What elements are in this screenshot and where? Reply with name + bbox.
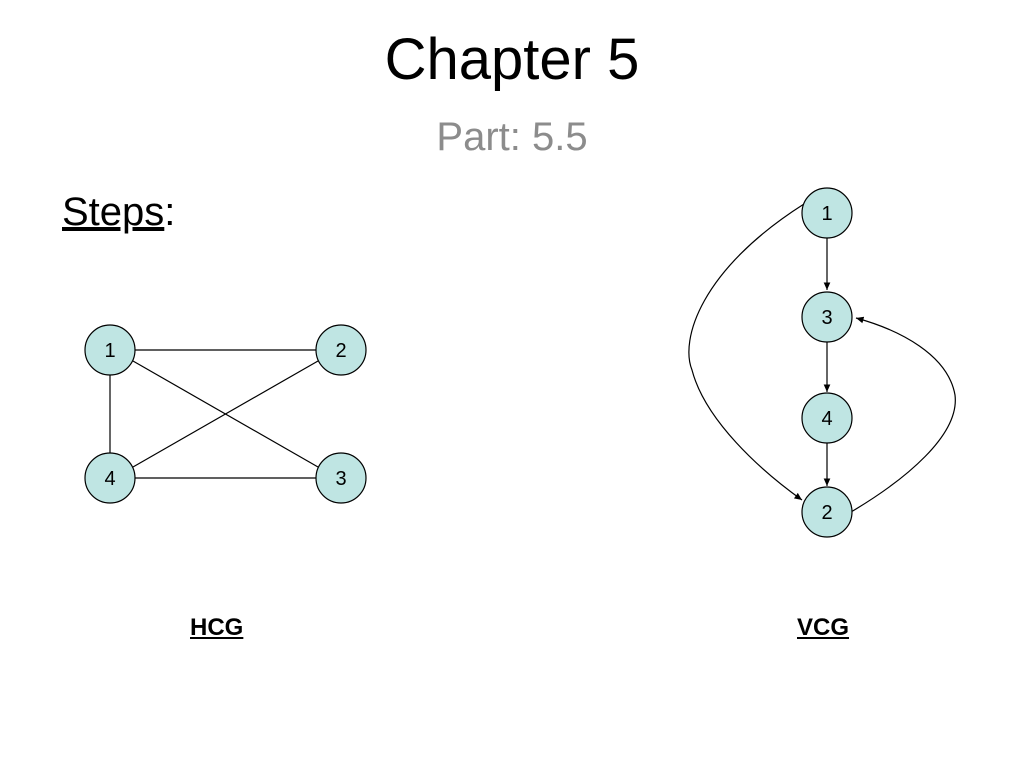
vcg-node-2: 2 [801, 486, 853, 538]
hcg-node-2: 2 [315, 324, 367, 376]
hcg-node-3: 3 [315, 452, 367, 504]
hcg-edge-2-4 [132, 360, 319, 468]
vcg-node-1: 1 [801, 187, 853, 239]
vcg-node-4: 4 [801, 392, 853, 444]
steps-label: Steps [62, 190, 165, 234]
vcg-node-1-label: 1 [821, 203, 832, 225]
hcg-node-2-label: 2 [335, 340, 346, 362]
vcg-node-3-label: 3 [821, 307, 832, 329]
vcg-node-3: 3 [801, 291, 853, 343]
vcg-edge-1-2 [688, 203, 805, 501]
vcg-node-4-label: 4 [821, 408, 832, 430]
hcg-node-1-label: 1 [104, 340, 115, 362]
slide-title: Chapter 5 [384, 27, 640, 92]
hcg-node-4: 4 [84, 452, 136, 504]
hcg-caption: HCG [190, 614, 244, 641]
hcg-graph: 1 2 3 4 [84, 324, 367, 504]
hcg-node-4-label: 4 [104, 468, 115, 490]
vcg-edge-2-3 [850, 316, 956, 513]
vcg-node-2-label: 2 [821, 502, 832, 524]
hcg-node-3-label: 3 [335, 468, 346, 490]
vcg-graph: 1 3 4 2 [688, 187, 956, 538]
vcg-caption: VCG [797, 614, 850, 641]
steps-heading: Steps: [62, 190, 175, 234]
hcg-node-1: 1 [84, 324, 136, 376]
steps-colon: : [164, 190, 176, 234]
slide-subtitle: Part: 5.5 [436, 115, 588, 159]
